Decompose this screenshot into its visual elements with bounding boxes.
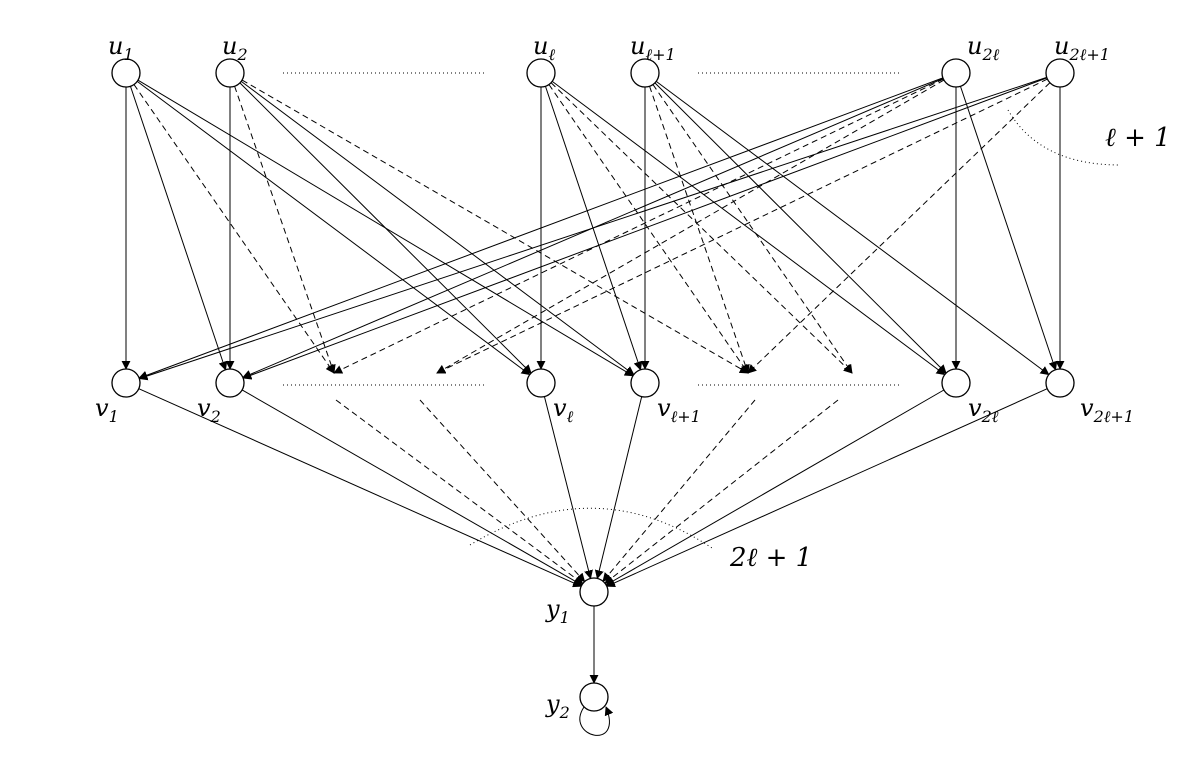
- node-label-u2: u2: [222, 32, 248, 64]
- edge-u2l1-gap-2: [436, 78, 1048, 374]
- edge-v2-y1: [241, 389, 583, 586]
- node-label-base: u: [108, 32, 123, 60]
- node-v2: [215, 368, 245, 398]
- edge-ul-gap-4: [550, 82, 853, 374]
- in-degree-annotation: 2ℓ + 1: [729, 543, 812, 573]
- node-u2l1: [1045, 58, 1075, 88]
- edge-ul1-v2l: [654, 82, 947, 374]
- node-label-u1: u1: [108, 32, 134, 64]
- edge-ul1-gap-4: [652, 84, 853, 374]
- node-label-subscript: 2: [210, 407, 221, 426]
- edge-u2-vl1: [240, 80, 635, 376]
- node-label-vl: vℓ: [553, 394, 574, 426]
- node-label-v1: v1: [95, 394, 119, 426]
- edge-u2l-v2l1: [959, 86, 1058, 371]
- edge-gap-2-y1: [419, 399, 586, 583]
- node-label-subscript: 2ℓ: [981, 45, 999, 64]
- node-label-v2l1: v2ℓ+1: [1080, 394, 1134, 426]
- node-label-base: u: [630, 32, 645, 60]
- node-label-subscript: ℓ: [548, 45, 555, 64]
- ellipsis-layer: [283, 72, 1121, 549]
- node-label-base: v: [197, 394, 211, 422]
- edge-vl-y1: [543, 396, 593, 580]
- node-label-subscript: 2: [559, 703, 570, 722]
- node-layer: [111, 58, 1075, 712]
- node-label-subscript: 2ℓ+1: [1093, 407, 1134, 426]
- edge-ul1-v2l1: [655, 80, 1050, 376]
- node-label-vl1: vℓ+1: [657, 394, 701, 426]
- edge-ul-gap-3: [548, 84, 749, 374]
- node-label-subscript: 2ℓ+1: [1068, 45, 1109, 64]
- edge-vl1-y1: [594, 396, 643, 580]
- node-label-subscript: 1: [109, 407, 119, 426]
- node-u2: [215, 58, 245, 88]
- edge-u1-vl: [136, 80, 531, 376]
- edge-u2l-gap-2: [436, 79, 945, 374]
- node-v2l1: [1045, 368, 1075, 398]
- node-label-subscript: 1: [123, 45, 133, 64]
- node-ul: [526, 58, 556, 88]
- node-label-u2l: u2ℓ: [967, 32, 1000, 64]
- out-degree-annotation: ℓ + 1: [1105, 123, 1171, 153]
- node-label-base: v: [657, 394, 671, 422]
- node-label-subscript: ℓ+1: [671, 407, 701, 426]
- node-y2: [579, 682, 609, 712]
- edge-u2l-v1: [138, 77, 944, 380]
- out-degree-arc: [1007, 109, 1121, 166]
- node-label-base: y: [545, 595, 560, 623]
- edge-u2l1-v2: [242, 77, 1048, 380]
- node-label-subscript: ℓ+1: [645, 45, 675, 64]
- node-label-base: v: [968, 394, 982, 422]
- edge-ul1-gap-3: [649, 86, 750, 374]
- node-label-v2l: v2ℓ: [968, 394, 999, 426]
- edge-u2-vl: [239, 82, 532, 374]
- node-label-base: v: [553, 394, 567, 422]
- node-label-y2: y2: [545, 690, 570, 722]
- edge-ul-v2l: [551, 80, 946, 376]
- edge-layer: [121, 76, 1065, 736]
- node-label-v2: v2: [197, 394, 221, 426]
- edge-v1-y1: [138, 388, 583, 588]
- edge-u1-v2: [129, 86, 228, 371]
- node-label-u2l1: u2ℓ+1: [1054, 32, 1110, 64]
- node-label-base: v: [1080, 394, 1094, 422]
- node-label-subscript: 2: [236, 45, 247, 64]
- node-v2l: [941, 368, 971, 398]
- node-label-base: u: [967, 32, 982, 60]
- node-ul1: [630, 58, 660, 88]
- node-y1: [579, 577, 609, 607]
- node-vl: [526, 368, 556, 398]
- edge-u2-gap-1: [234, 86, 336, 374]
- node-label-ul1: uℓ+1: [630, 32, 676, 64]
- node-label-base: u: [222, 32, 237, 60]
- edge-u2l-gap-1: [333, 78, 944, 374]
- edge-v2l1-y1: [605, 388, 1048, 588]
- node-label-subscript: ℓ: [567, 407, 574, 426]
- edge-u2-gap-3: [241, 79, 749, 374]
- node-label-y1: y1: [545, 595, 570, 627]
- node-u2l: [941, 58, 971, 88]
- node-label-subscript: 2ℓ: [981, 407, 999, 426]
- node-label-ul: uℓ: [533, 32, 555, 64]
- edge-gap-1-y1: [335, 399, 584, 585]
- node-u1: [111, 58, 141, 88]
- node-label-subscript: 1: [560, 608, 570, 627]
- edge-v2l-y1: [605, 389, 945, 586]
- edge-u2l1-v1: [138, 76, 1047, 381]
- node-label-base: v: [95, 394, 109, 422]
- node-label-base: u: [533, 32, 548, 60]
- node-label-base: y: [545, 690, 560, 718]
- self-loop-y2: [579, 706, 614, 736]
- node-vl1: [630, 368, 660, 398]
- node-v1: [111, 368, 141, 398]
- node-label-base: u: [1054, 32, 1069, 60]
